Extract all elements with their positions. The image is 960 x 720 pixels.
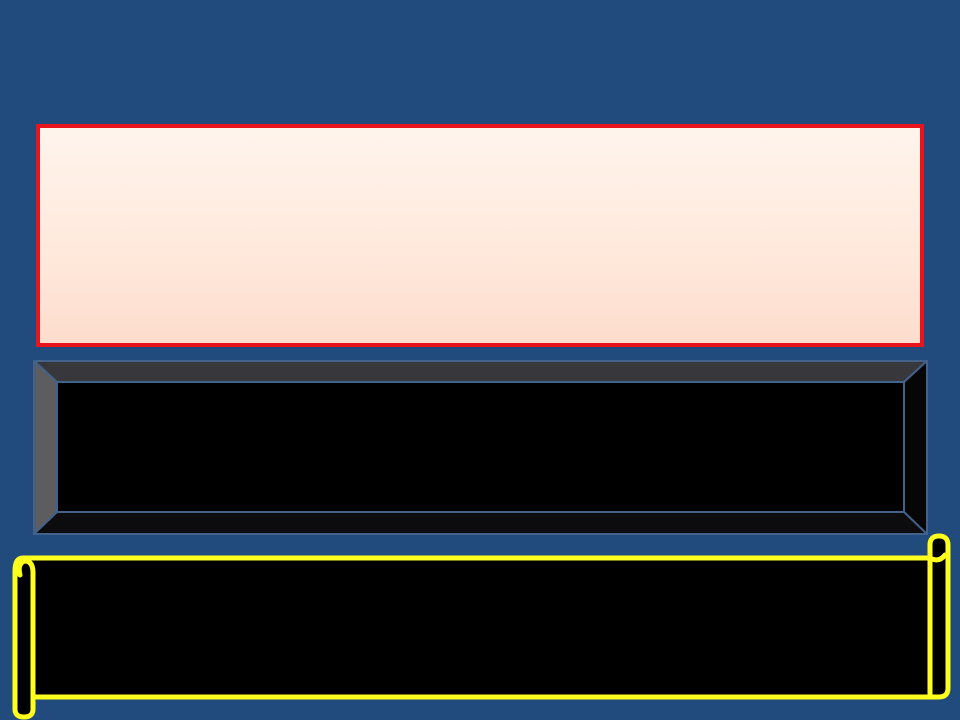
bevel-panel-text (57, 382, 904, 512)
bevel-frame (33, 360, 928, 535)
scroll-panel (5, 533, 955, 720)
scroll-frame (12, 533, 951, 720)
title-box (36, 124, 924, 347)
bevel-panel (33, 360, 928, 535)
scroll-panel-text (45, 561, 935, 693)
